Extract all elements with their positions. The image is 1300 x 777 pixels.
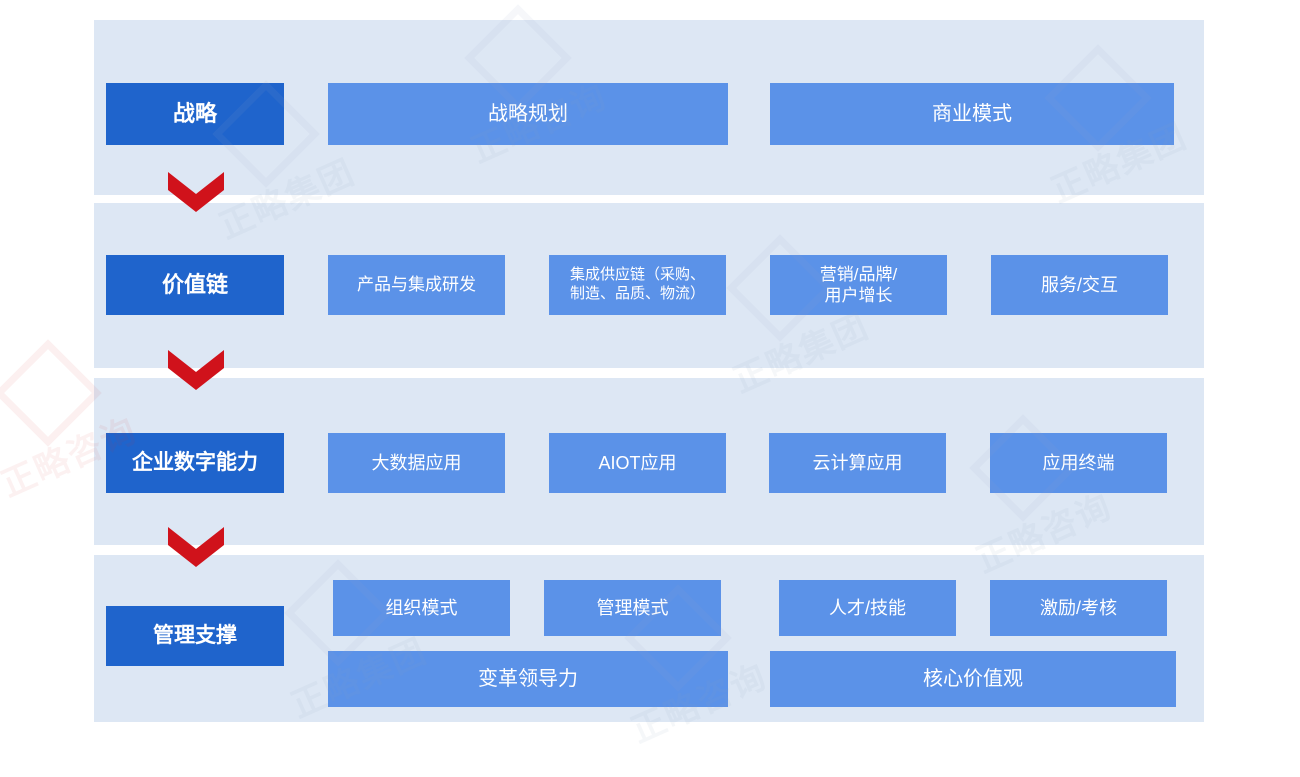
item-strategy-planning[interactable]: 战略规划 — [328, 83, 728, 145]
item-aiot-application[interactable]: AIOT应用 — [549, 433, 726, 493]
item-marketing-brand-growth[interactable]: 营销/品牌/ 用户增长 — [770, 255, 947, 315]
row-label-text: 战略 — [172, 101, 217, 127]
item-service-interaction[interactable]: 服务/交互 — [991, 255, 1168, 315]
item-cloud-application[interactable]: 云计算应用 — [769, 433, 946, 493]
item-label: 战略规划 — [488, 102, 568, 125]
item-talent-skills[interactable]: 人才/技能 — [779, 580, 956, 636]
row-label-strategy[interactable]: 战略 — [106, 83, 284, 145]
item-label: AIOT应用 — [598, 452, 677, 473]
arrow-strategy-to-valuechain — [168, 172, 224, 212]
item-label: 集成供应链（采购、 制造、品质、物流） — [569, 266, 705, 302]
item-label: 应用终端 — [1042, 452, 1115, 473]
item-bigdata-application[interactable]: 大数据应用 — [328, 433, 505, 493]
item-integrated-supply-chain[interactable]: 集成供应链（采购、 制造、品质、物流） — [549, 255, 726, 315]
item-label: 人才/技能 — [828, 597, 906, 618]
item-label: 核心价值观 — [923, 667, 1023, 690]
item-label: 云计算应用 — [812, 452, 903, 473]
row-label-text: 企业数字能力 — [132, 450, 258, 474]
item-label: 营销/品牌/ 用户增长 — [819, 264, 898, 305]
item-change-leadership[interactable]: 变革领导力 — [328, 651, 728, 707]
item-core-values[interactable]: 核心价值观 — [770, 651, 1176, 707]
row-label-value-chain[interactable]: 价值链 — [106, 255, 284, 315]
row-label-digital-capability[interactable]: 企业数字能力 — [106, 433, 284, 493]
item-label: 管理模式 — [596, 597, 669, 618]
arrow-digital-to-management — [168, 527, 224, 567]
item-incentive-assessment[interactable]: 激励/考核 — [990, 580, 1167, 636]
row-label-text: 管理支撑 — [153, 623, 237, 647]
item-label: 产品与集成研发 — [357, 275, 476, 295]
item-label: 组织模式 — [385, 597, 458, 618]
item-label: 激励/考核 — [1039, 597, 1117, 618]
item-label: 大数据应用 — [371, 452, 462, 473]
row-label-text: 价值链 — [161, 272, 228, 298]
item-label: 商业模式 — [932, 102, 1012, 125]
item-management-model[interactable]: 管理模式 — [544, 580, 721, 636]
item-organization-model[interactable]: 组织模式 — [333, 580, 510, 636]
item-label: 服务/交互 — [1040, 274, 1118, 295]
watermark-diamond-icon — [0, 339, 102, 447]
item-label: 变革领导力 — [478, 667, 578, 690]
item-business-model[interactable]: 商业模式 — [770, 83, 1174, 145]
item-application-terminal[interactable]: 应用终端 — [990, 433, 1167, 493]
row-label-management-support[interactable]: 管理支撑 — [106, 606, 284, 666]
arrow-valuechain-to-digital — [168, 350, 224, 390]
item-product-rnd[interactable]: 产品与集成研发 — [328, 255, 505, 315]
